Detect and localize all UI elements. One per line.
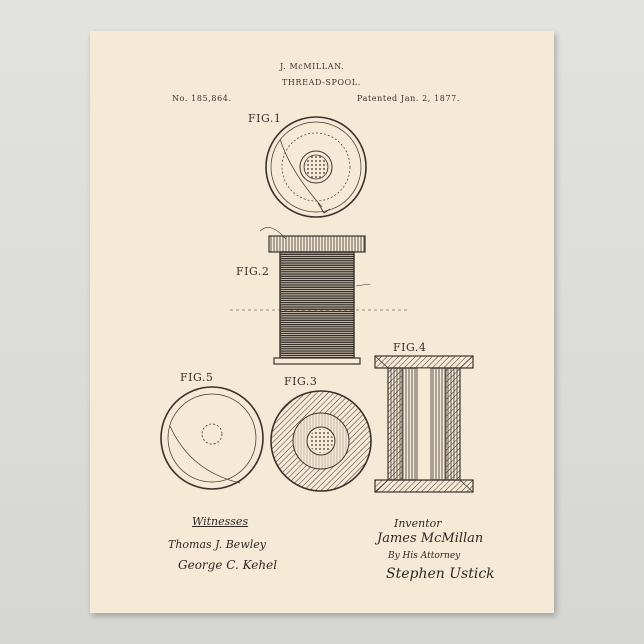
witness-signature-2: George C. Kehel <box>178 558 277 572</box>
fig5-drawing <box>161 387 263 489</box>
patent-poster: J. McMILLAN. THREAD-SPOOL. No. 185,864. … <box>90 31 554 613</box>
inventor-signature: James McMillan <box>377 531 483 546</box>
patent-drawings <box>90 31 554 613</box>
attorney-signature: Stephen Ustick <box>386 566 495 582</box>
witness-signature-1: Thomas J. Bewley <box>168 538 266 551</box>
witnesses-label: Witnesses <box>192 515 248 528</box>
fig4-drawing <box>375 356 473 492</box>
inventor-label: Inventor <box>394 517 442 530</box>
fig2-drawing <box>230 227 408 364</box>
attorney-line: By His Attorney <box>388 551 460 561</box>
fig3-drawing <box>271 391 371 491</box>
fig1-drawing <box>266 117 366 217</box>
